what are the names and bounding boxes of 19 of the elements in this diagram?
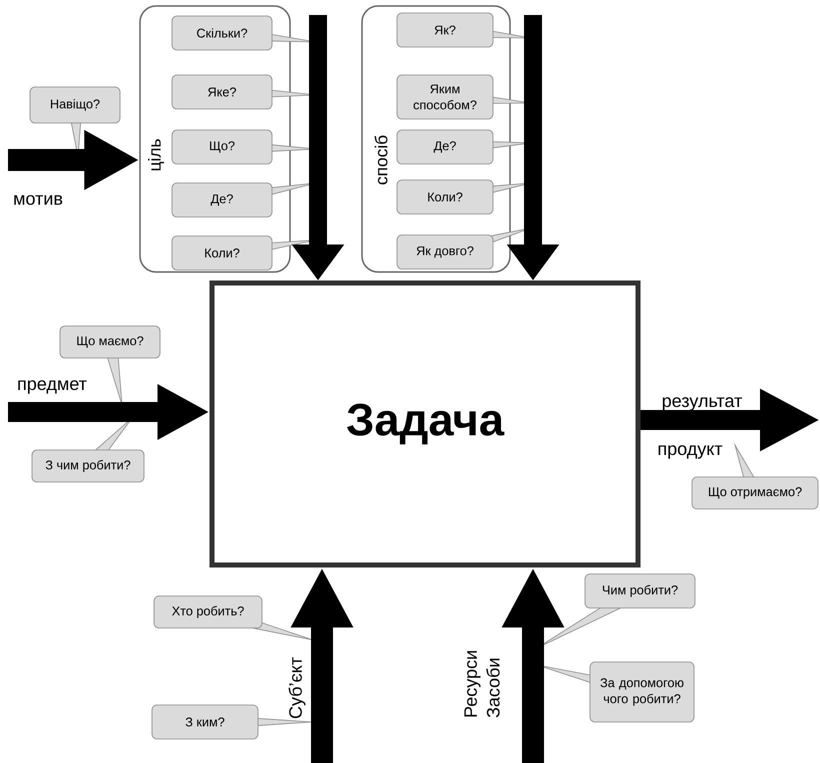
speech-bubble: Яким способом? xyxy=(396,74,532,120)
task-box: Задача xyxy=(210,280,640,568)
speech-bubble: Де? xyxy=(172,182,316,218)
speech-bubble: Хто робить? xyxy=(154,596,314,640)
speech-bubble: Як довго? xyxy=(396,228,532,270)
edge-label: результат xyxy=(662,397,742,411)
speech-bubble: Коли? xyxy=(396,180,532,214)
speech-bubble: Коли? xyxy=(172,236,316,270)
edge-label: мотив xyxy=(14,195,62,205)
speech-bubble: Де? xyxy=(396,130,532,164)
speech-bubble: За допомогою чого робити? xyxy=(536,662,694,722)
edge-label: Ресурси Засоби xyxy=(464,651,500,718)
speech-bubble: Що? xyxy=(172,130,316,164)
speech-bubble: Навіщо? xyxy=(30,86,120,160)
speech-bubble: Чим робити? xyxy=(536,574,696,648)
speech-bubble: Яке? xyxy=(172,74,316,110)
speech-bubble: З чим робити? xyxy=(32,415,144,482)
edge-label: предмет xyxy=(18,380,87,394)
caption-text: продукт xyxy=(658,445,722,459)
